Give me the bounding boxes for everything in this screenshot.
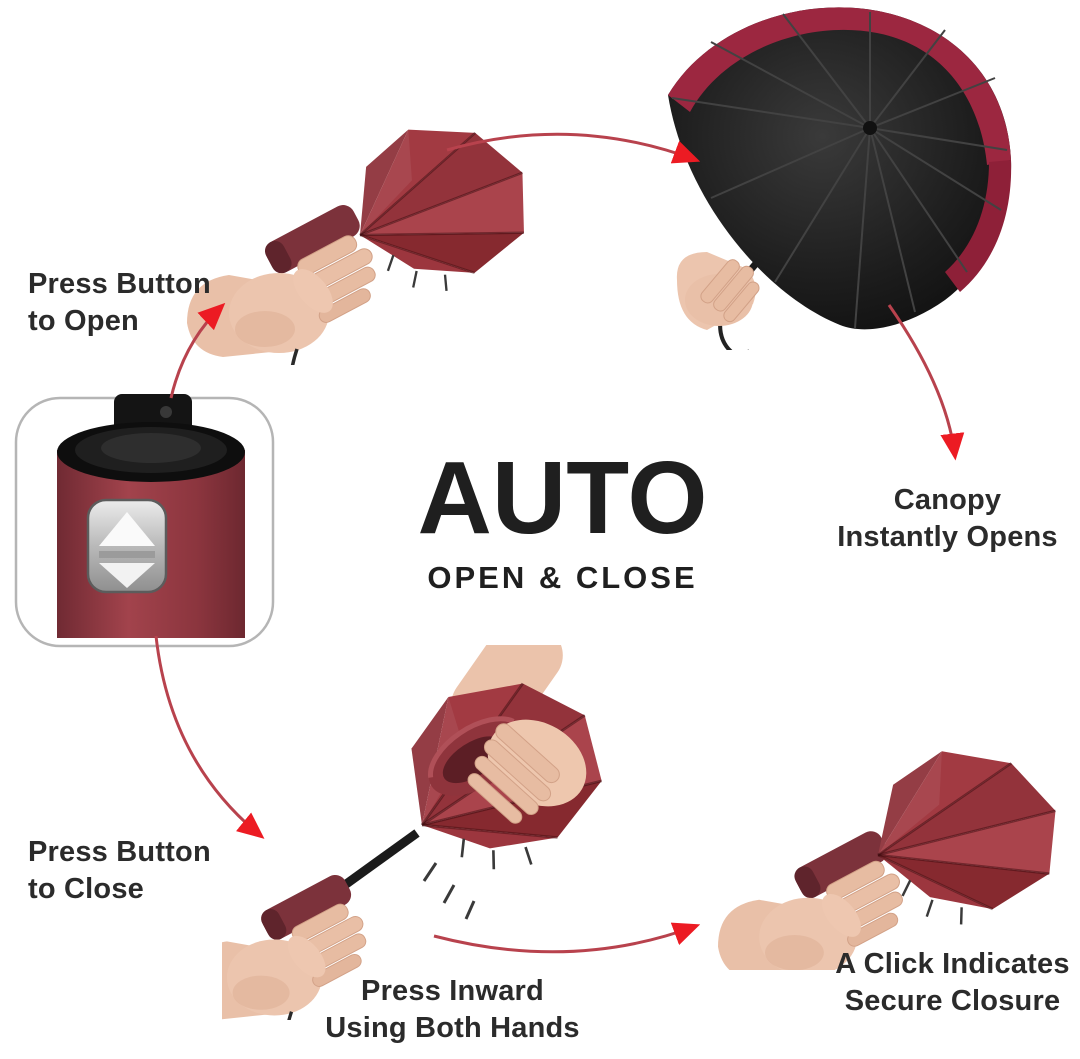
label-line: A Click Indicates xyxy=(835,948,1070,980)
title-auto: AUTO xyxy=(417,440,708,555)
handle-button-closeup xyxy=(14,394,275,648)
label-line: Press Button xyxy=(28,268,211,300)
label-line: Using Both Hands xyxy=(325,1012,580,1044)
label-canopy-instantly-opens: Canopy Instantly Opens xyxy=(815,482,1080,556)
label-secure-closure: A Click Indicates Secure Closure xyxy=(810,946,1080,1020)
open-close-button xyxy=(86,498,168,594)
label-line: Secure Closure xyxy=(844,985,1061,1017)
label-press-inward: Press Inward Using Both Hands xyxy=(305,973,600,1047)
folded-umbrella-in-hand-top xyxy=(185,94,535,365)
label-line: Canopy xyxy=(893,484,1002,516)
up-down-arrows-icon xyxy=(99,512,155,588)
label-press-button-to-close: Press Button to Close xyxy=(28,834,211,908)
label-line: Press Inward xyxy=(361,975,544,1007)
pressing-umbrella-both-hands xyxy=(222,645,639,1020)
label-press-button-to-open: Press Button to Open xyxy=(28,266,211,340)
open-umbrella xyxy=(668,7,1012,350)
label-line: Instantly Opens xyxy=(837,521,1058,553)
subtitle-open-close: OPEN & CLOSE xyxy=(427,560,698,595)
label-line: to Close xyxy=(28,873,144,905)
folded-umbrella-in-hand-bottom xyxy=(718,735,1079,970)
label-line: Press Button xyxy=(28,836,211,868)
label-line: to Open xyxy=(28,305,139,337)
